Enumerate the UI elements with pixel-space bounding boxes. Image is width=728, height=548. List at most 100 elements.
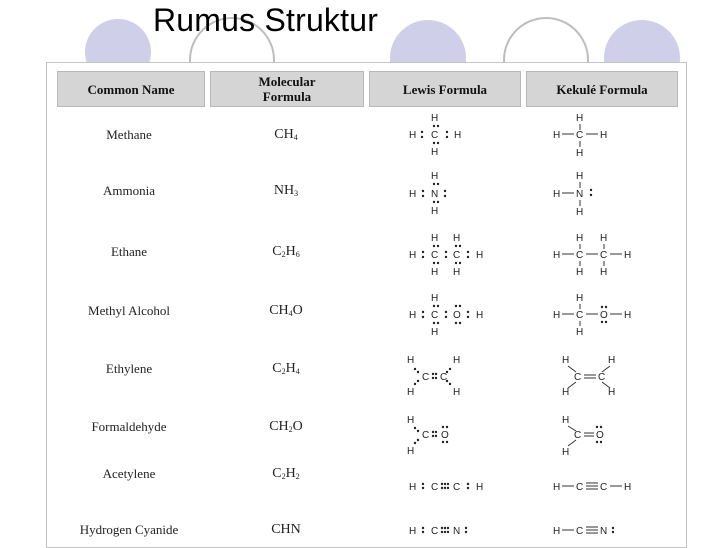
svg-text:C: C	[453, 482, 460, 493]
svg-text:H: H	[431, 293, 438, 304]
svg-text:H: H	[553, 310, 560, 321]
acetylene-lewis-structure: H C C H	[409, 482, 483, 493]
row-ethane-formula: C2H6	[272, 244, 300, 259]
svg-text:H: H	[553, 250, 560, 261]
ammonia-lewis-structure: H H N H	[409, 171, 447, 217]
svg-text:H: H	[407, 355, 414, 366]
svg-text:H: H	[608, 355, 615, 366]
header-molecular-formula: Molecular Formula	[210, 71, 364, 107]
svg-text:H: H	[562, 415, 569, 426]
row-ethane-name: Ethane	[110, 244, 148, 259]
row-methane-formula: CH4	[274, 127, 298, 142]
svg-text:C: C	[600, 482, 607, 493]
svg-text:N: N	[600, 526, 607, 537]
page-title: Rumus Struktur	[153, 2, 379, 38]
methyl-alcohol-kekule-structure: H H C O H H	[553, 293, 631, 338]
svg-text:C: C	[576, 526, 583, 537]
svg-text:H: H	[431, 147, 438, 158]
svg-text:H: H	[409, 250, 416, 261]
svg-text:C: C	[431, 130, 438, 141]
svg-text:H: H	[431, 267, 438, 278]
svg-text:H: H	[476, 310, 483, 321]
svg-text:H: H	[562, 447, 569, 458]
svg-text:H: H	[576, 233, 583, 244]
row-hydrogen-cyanide-name: Hydrogen Cyanide	[79, 522, 179, 537]
formaldehyde-kekule-structure: H C O H	[562, 415, 604, 458]
ethylene-lewis-structure: H H C C H H	[407, 355, 460, 398]
svg-text:H: H	[409, 189, 416, 200]
svg-text:H: H	[562, 355, 569, 366]
svg-text:H: H	[624, 250, 631, 261]
svg-text:H: H	[576, 113, 583, 124]
svg-text:H: H	[608, 387, 615, 398]
svg-text:C: C	[598, 372, 605, 383]
svg-text:C: C	[422, 430, 429, 441]
svg-text:C: C	[576, 482, 583, 493]
row-acetylene-formula: C2H2	[272, 466, 300, 481]
svg-text:C: C	[422, 372, 429, 383]
svg-text:H: H	[409, 482, 416, 493]
acetylene-kekule-structure: H C C H	[553, 482, 631, 493]
svg-text:H: H	[553, 482, 560, 493]
svg-text:H: H	[409, 130, 416, 141]
svg-text:H: H	[576, 293, 583, 304]
row-formaldehyde-name: Formaldehyde	[91, 419, 167, 434]
svg-text:H: H	[576, 267, 583, 278]
svg-text:H: H	[553, 526, 560, 537]
svg-text:H: H	[553, 189, 560, 200]
svg-text:H: H	[431, 171, 438, 182]
svg-text:O: O	[453, 310, 461, 321]
row-ammonia-name: Ammonia	[103, 183, 155, 198]
row-methane-name: Methane	[106, 127, 152, 142]
svg-text:H: H	[453, 267, 460, 278]
row-ammonia-formula: NH3	[273, 183, 299, 198]
svg-text:H: H	[453, 233, 460, 244]
formaldehyde-lewis-structure: H C O H	[407, 415, 449, 457]
row-ethylene-formula: C2H4	[272, 361, 300, 376]
svg-text:H: H	[453, 355, 460, 366]
svg-text:H: H	[407, 446, 414, 457]
svg-text:H: H	[454, 130, 461, 141]
svg-text:H: H	[409, 310, 416, 321]
svg-text:H: H	[453, 387, 460, 398]
svg-text:H: H	[576, 327, 583, 338]
svg-text:N: N	[431, 189, 438, 200]
svg-text:C: C	[453, 250, 460, 261]
header-lewis-formula: Lewis Formula	[369, 71, 521, 107]
svg-text:H: H	[600, 267, 607, 278]
svg-text:C: C	[431, 250, 438, 261]
row-ethylene-name: Ethylene	[105, 361, 153, 376]
svg-text:C: C	[440, 372, 447, 383]
methane-lewis-structure: H H C H H	[409, 113, 461, 158]
ethylene-kekule-structure: H H C C H H	[562, 355, 615, 398]
methyl-alcohol-lewis-structure: H H C O H H	[409, 293, 483, 338]
svg-text:H: H	[407, 387, 414, 398]
svg-text:H: H	[576, 148, 583, 159]
svg-text:O: O	[600, 310, 608, 321]
svg-text:H: H	[600, 233, 607, 244]
svg-text:H: H	[562, 387, 569, 398]
row-acetylene-name: Acetylene	[102, 466, 156, 481]
row-methyl-alcohol-name: Methyl Alcohol	[88, 303, 170, 318]
ethane-kekule-structure: H H H C C H H H	[553, 233, 631, 278]
row-formaldehyde-formula: CH2O	[269, 419, 303, 434]
svg-text:H: H	[553, 130, 560, 141]
svg-text:O: O	[596, 430, 604, 441]
svg-text:C: C	[576, 130, 583, 141]
svg-text:H: H	[431, 327, 438, 338]
svg-text:H: H	[409, 526, 416, 537]
ammonia-kekule-structure: H H N H	[553, 171, 593, 218]
header-common-name: Common Name	[57, 71, 205, 107]
header-kekule-formula: Kekulé Formula	[526, 71, 678, 107]
svg-text:H: H	[576, 207, 583, 218]
svg-text:C: C	[576, 310, 583, 321]
hydrogen-cyanide-kekule-structure: H C N	[553, 526, 615, 537]
svg-text:H: H	[431, 206, 438, 217]
svg-text:C: C	[574, 372, 581, 383]
svg-text:C: C	[576, 250, 583, 261]
svg-text:H: H	[576, 171, 583, 182]
svg-text:C: C	[600, 250, 607, 261]
svg-text:C: C	[574, 430, 581, 441]
hydrogen-cyanide-lewis-structure: H C N	[409, 526, 468, 537]
